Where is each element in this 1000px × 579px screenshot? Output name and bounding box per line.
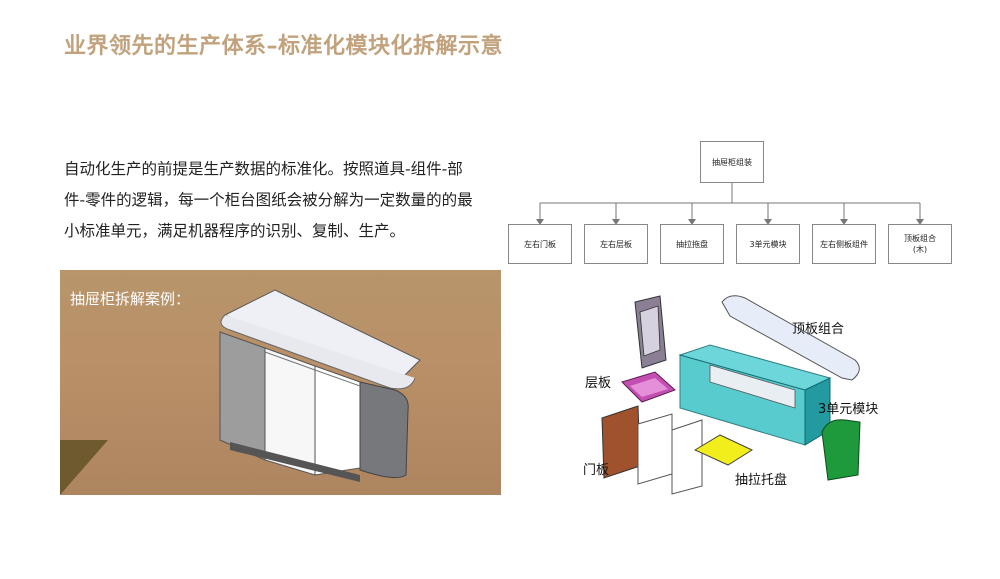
top-board xyxy=(721,295,860,381)
intro-line-1: 自动化生产的前提是生产数据的标准化。按照道具-组件-部 xyxy=(64,160,463,178)
tree-node-unit-module: 3单元模块 xyxy=(736,224,800,264)
tree-node-shelves: 左右层板 xyxy=(584,224,648,264)
tree-node-side-panels: 左右侧板组件 xyxy=(812,224,876,264)
tree-node-top-board-line1: 顶板组合 xyxy=(904,234,936,243)
callout-drawer-tray: 抽拉托盘 xyxy=(735,473,788,488)
cabinet-render-image xyxy=(219,289,421,482)
cabinet-door-2 xyxy=(314,365,361,476)
right-side-panel-green xyxy=(821,419,861,481)
tree-connectors xyxy=(536,183,924,225)
cabinet-body-left xyxy=(219,331,266,461)
tree-node-door-panels: 左右门板 xyxy=(508,224,572,264)
callout-shelf: 层板 xyxy=(585,376,612,391)
callout-unit-module: 3单元模块 xyxy=(818,402,879,417)
door-panel-white-1 xyxy=(637,413,673,485)
tree-node-top-board: 顶板组合 (木) xyxy=(888,224,952,264)
drawer-tray-yellow xyxy=(693,434,754,466)
case-photo-panel: 抽屉柜拆解案例： xyxy=(60,270,501,495)
exploded-view-image xyxy=(601,295,861,495)
page-title: 业界领先的生产体系–标准化模块化拆解示意 xyxy=(64,34,504,59)
cabinet-base xyxy=(230,442,360,482)
case-label: 抽屉柜拆解案例： xyxy=(70,290,191,308)
intro-line-3: 小标准单元，满足机器程序的识别、复制、生产。 xyxy=(64,222,406,240)
door-panel-white-2 xyxy=(671,419,703,495)
panel-fold-corner xyxy=(60,440,108,495)
tree-node-top-board-line2: (木) xyxy=(912,245,928,254)
intro-line-2: 件-零件的逻辑，每一个柜台图纸会被分解为一定数量的的最 xyxy=(64,191,473,209)
tree-node-root: 抽屉柜组装 xyxy=(700,141,764,183)
callout-top-board: 顶板组合 xyxy=(792,322,845,337)
callout-door-panel: 门板 xyxy=(583,463,610,478)
cabinet-side-round xyxy=(359,381,409,479)
intro-text: 自动化生产的前提是生产数据的标准化。按照道具-组件-部 件-零件的逻辑，每一个柜… xyxy=(64,154,504,247)
tree-node-drawer-tray: 抽拉拖盘 xyxy=(660,224,724,264)
